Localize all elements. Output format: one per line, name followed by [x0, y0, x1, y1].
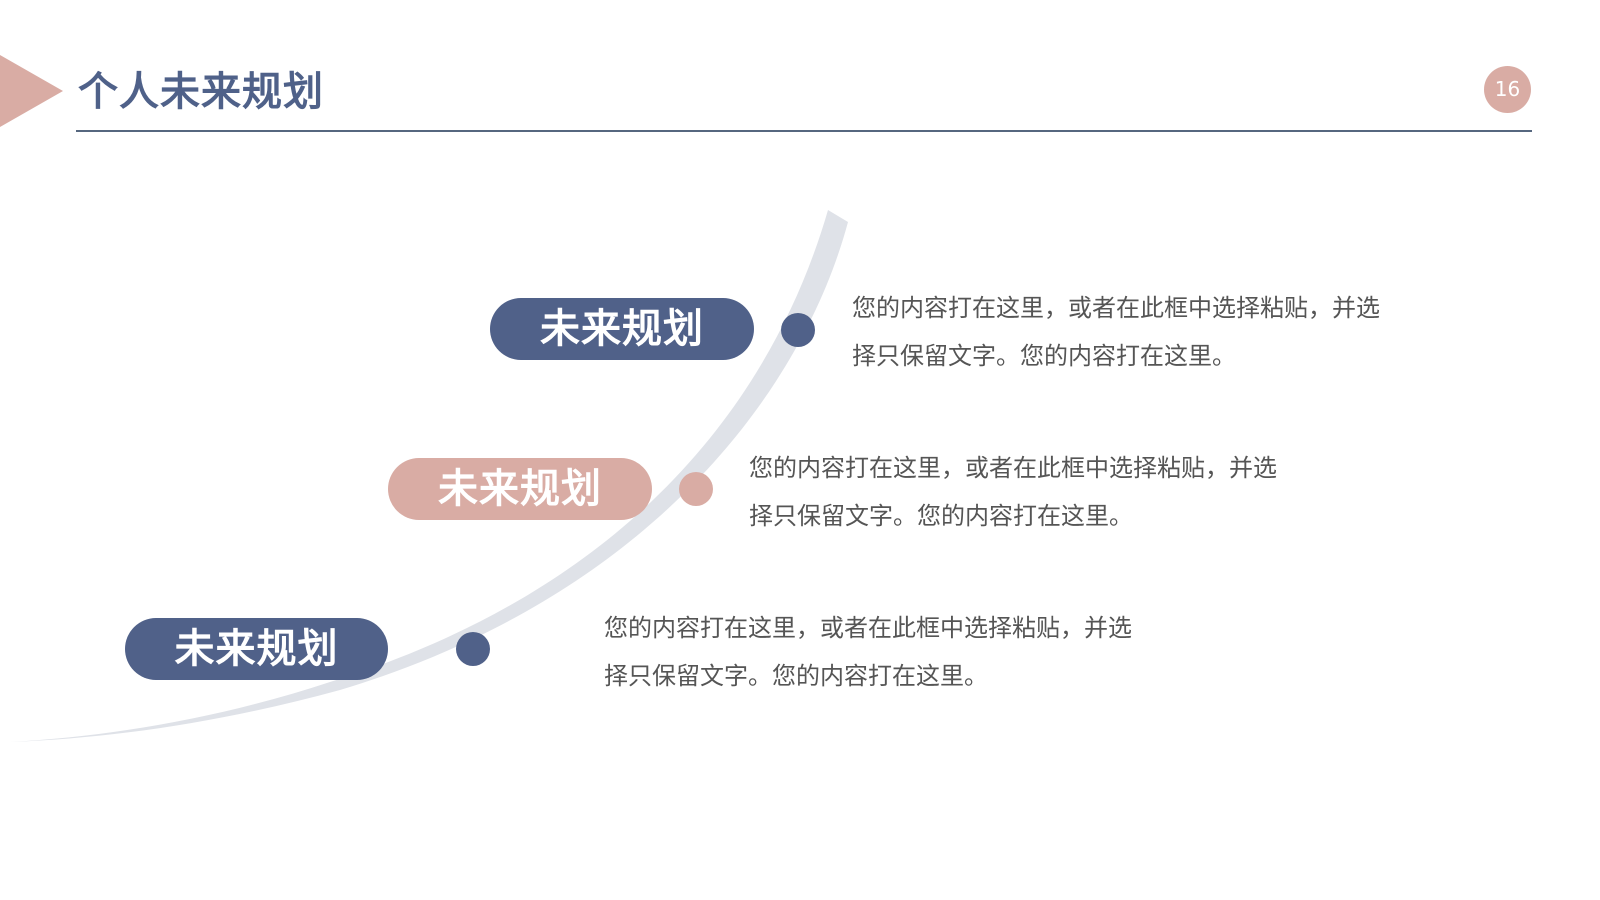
description-line: 择只保留文字。您的内容打在这里。: [852, 342, 1236, 370]
page-number-badge: 16: [1484, 66, 1531, 113]
title-divider: [76, 130, 1532, 132]
timeline-description-1: 您的内容打在这里，或者在此框中选择粘贴，并选 择只保留文字。您的内容打在这里。: [852, 284, 1472, 380]
timeline-dot-3: [456, 632, 490, 666]
page-title: 个人未来规划: [78, 69, 324, 115]
description-line: 您的内容打在这里，或者在此框中选择粘贴，并选: [852, 294, 1380, 322]
timeline-dot-1: [781, 313, 815, 347]
timeline-label-2: 未来规划: [388, 458, 652, 520]
timeline-dot-2: [679, 472, 713, 506]
description-line: 您的内容打在这里，或者在此框中选择粘贴，并选: [749, 454, 1277, 482]
timeline-description-3: 您的内容打在这里，或者在此框中选择粘贴，并选 择只保留文字。您的内容打在这里。: [604, 604, 1224, 700]
triangle-decoration-icon: [0, 55, 63, 127]
timeline-label-3: 未来规划: [125, 618, 388, 680]
description-line: 择只保留文字。您的内容打在这里。: [604, 662, 988, 690]
timeline-label-1: 未来规划: [490, 298, 754, 360]
description-line: 您的内容打在这里，或者在此框中选择粘贴，并选: [604, 614, 1132, 642]
description-line: 择只保留文字。您的内容打在这里。: [749, 502, 1133, 530]
timeline-description-2: 您的内容打在这里，或者在此框中选择粘贴，并选 择只保留文字。您的内容打在这里。: [749, 444, 1369, 540]
